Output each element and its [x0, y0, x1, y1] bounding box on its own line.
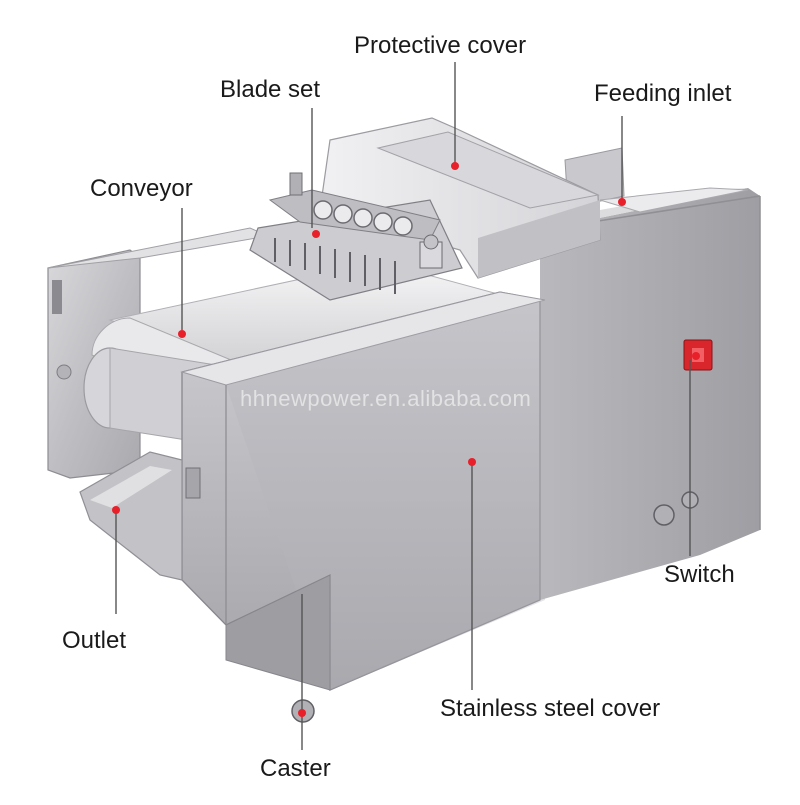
watermark: hhnewpower.en.alibaba.com [240, 386, 532, 411]
label-stainless-steel-cover: Stainless steel cover [440, 695, 661, 722]
outlet-chute [79, 451, 183, 581]
marker-protective-cover [451, 162, 459, 170]
marker-conveyor [178, 330, 186, 338]
markers [112, 162, 700, 717]
marker-caster [298, 709, 306, 717]
marker-blade-set [312, 230, 320, 238]
label-protective-cover: Protective cover [354, 32, 527, 59]
marker-switch [692, 352, 700, 360]
label-conveyor: Conveyor [90, 175, 193, 202]
label-caster: Caster [260, 755, 331, 782]
blade-set [249, 172, 463, 301]
label-switch: Switch [664, 561, 735, 588]
label-feeding-inlet: Feeding inlet [594, 80, 732, 107]
marker-feeding-inlet [618, 198, 626, 206]
label-blade-set: Blade set [220, 76, 321, 103]
leader-lines [115, 62, 691, 750]
marker-outlet [112, 506, 120, 514]
label-outlet: Outlet [62, 627, 127, 654]
machine-rear-body [539, 188, 761, 600]
marker-stainless-steel-cover [468, 458, 476, 466]
stainless-steel-cover [180, 291, 546, 691]
